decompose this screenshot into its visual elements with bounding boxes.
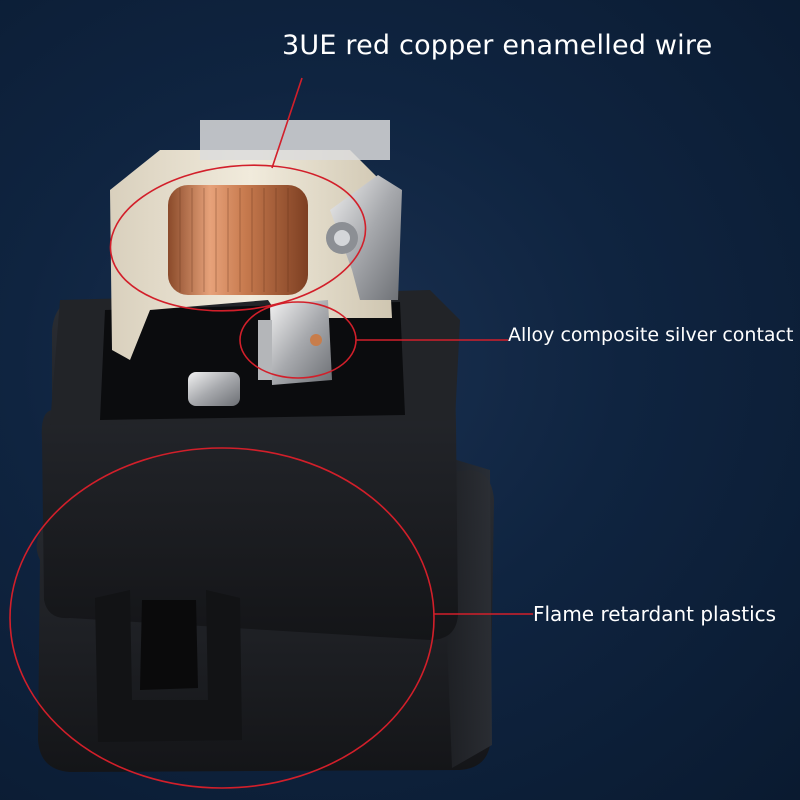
- terminal-left: [258, 320, 272, 380]
- callout-label-housing: Flame retardant plastics: [533, 602, 777, 626]
- cylinder-part: [188, 372, 240, 406]
- mounting-tab: [95, 590, 242, 742]
- contact-plate: [270, 300, 332, 385]
- armature: [330, 175, 402, 300]
- mounting-tab-slot: [140, 600, 198, 690]
- callout-lines: [9, 77, 533, 789]
- callout-label-coil: 3UE red copper enamelled wire: [282, 30, 713, 61]
- callout-label-contact: Alloy composite silver contact: [508, 324, 794, 346]
- copper-coil: [168, 185, 308, 295]
